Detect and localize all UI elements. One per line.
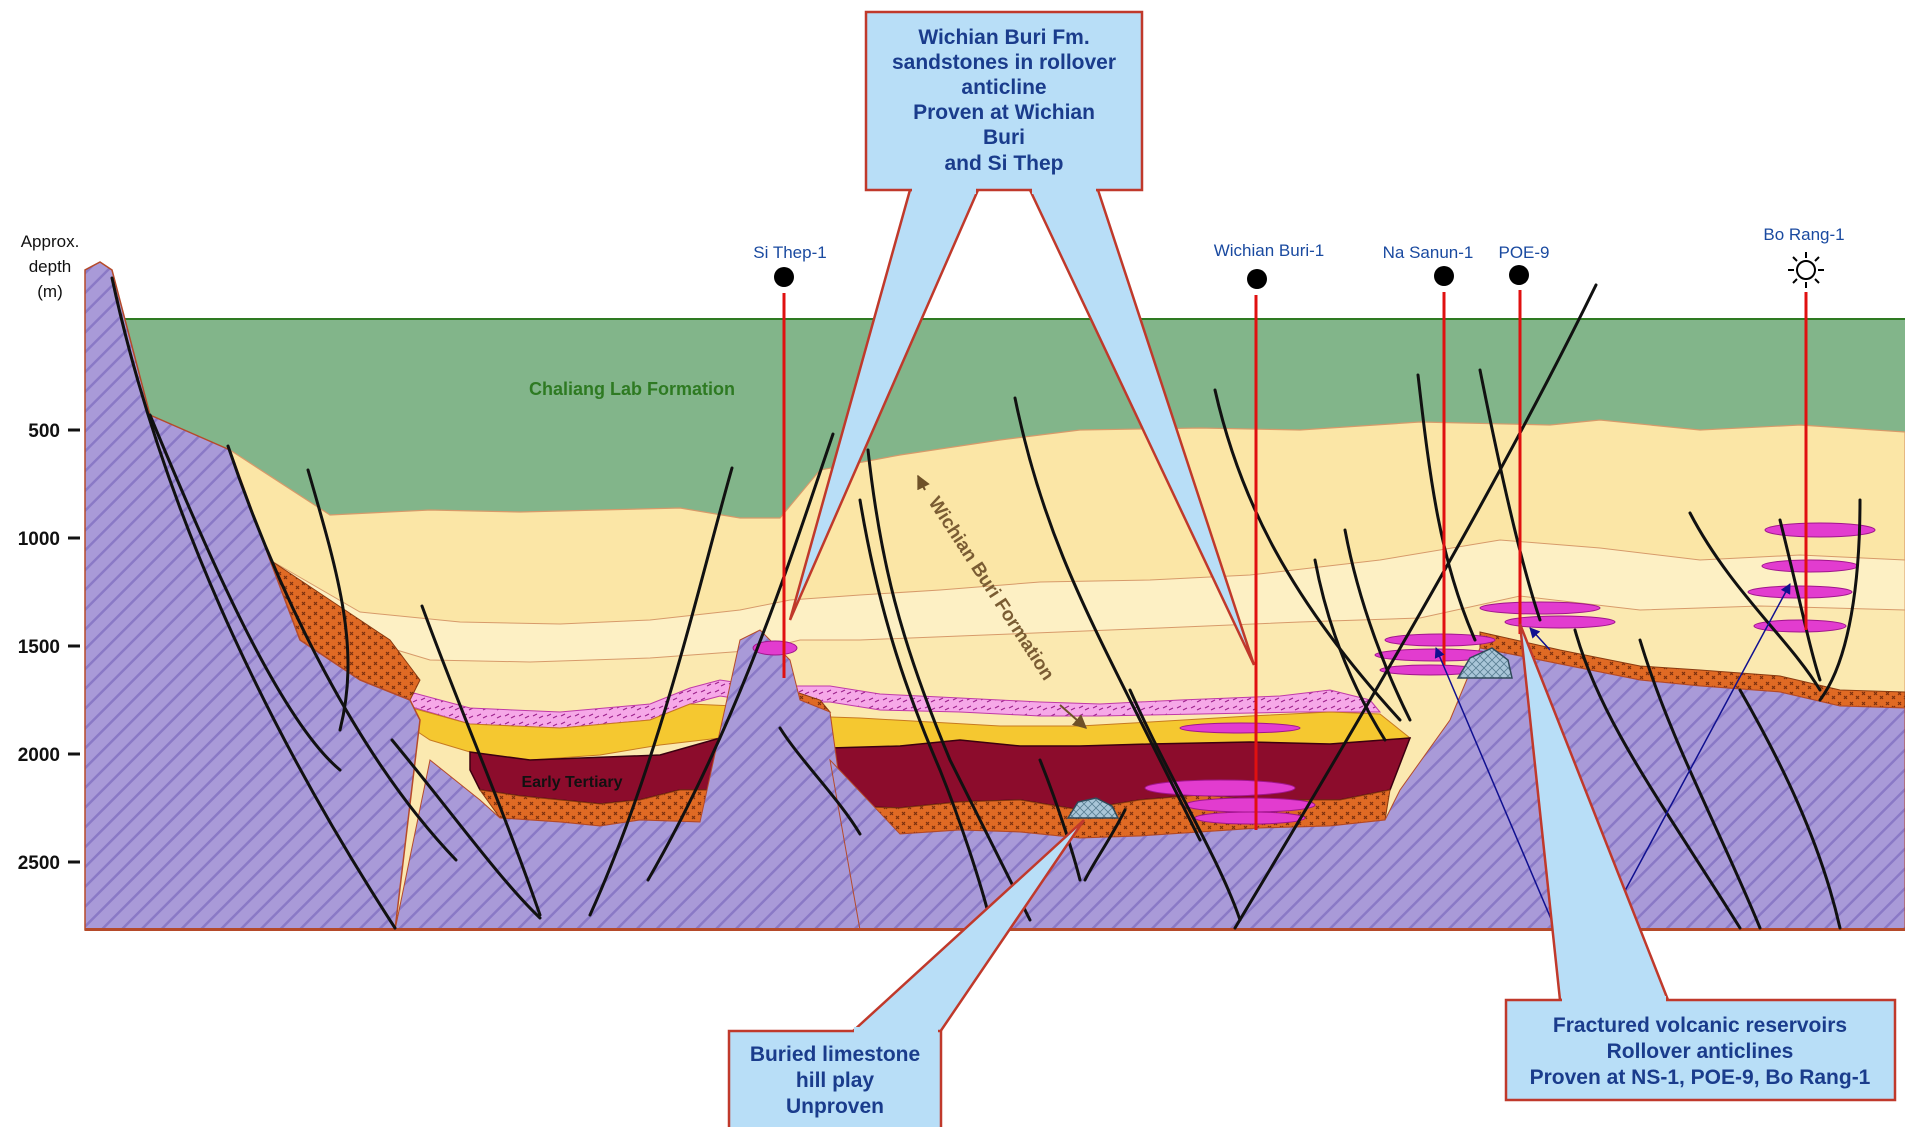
well-label-na-sanun-1: Na Sanun-1 — [1383, 243, 1474, 262]
callout-bottom-right-line-3: Proven at NS-1, POE-9, Bo Rang-1 — [1530, 1066, 1871, 1089]
well-label-bo-rang-1: Bo Rang-1 — [1763, 225, 1844, 244]
callout-bottom-left-line-3: Unproven — [786, 1095, 884, 1118]
callout-top-line-2: sandstones in rollover — [892, 51, 1116, 74]
well-si-thep-1: Si Thep-1 — [753, 243, 827, 678]
oil-well-dot — [1247, 269, 1267, 289]
well-label-wichian-buri-1: Wichian Buri-1 — [1214, 241, 1325, 260]
limestone-hill-left — [1066, 797, 1120, 819]
tick-label-2500: 2500 — [18, 853, 60, 874]
axis-title-line-1: Approx. — [21, 232, 80, 251]
wells: Si Thep-1 Wichian Buri-1 Na Sanun-1 POE-… — [753, 225, 1845, 830]
well-na-sanun-1: Na Sanun-1 — [1383, 243, 1474, 665]
callout-top: Wichian Buri Fm. sandstones in rollover … — [788, 10, 1256, 666]
callout-bottom-left-box — [727, 1029, 943, 1127]
callout-bottom-left: Buried limestone hill play Unproven — [727, 819, 1086, 1127]
callout-bottom-right-line-1: Fractured volcanic reservoirs — [1553, 1014, 1847, 1037]
oil-well-dot — [1434, 266, 1454, 286]
depth-axis: Approx. depth (m) 500 1000 1500 2000 250… — [18, 232, 80, 874]
axis-title-line-2: depth — [29, 257, 72, 276]
limestone-hill-right — [1456, 647, 1513, 679]
early-tertiary-label: Early Tertiary — [521, 774, 622, 791]
migration-arrows — [1434, 583, 1791, 941]
callout-bottom-right-line-2: Rollover anticlines — [1607, 1040, 1794, 1063]
callout-top-line-1: Wichian Buri Fm. — [918, 26, 1089, 49]
tick-label-1000: 1000 — [18, 529, 60, 550]
callout-bottom-left-line-1: Buried limestone — [750, 1043, 920, 1066]
well-poe-9: POE-9 — [1498, 243, 1550, 634]
chaliang-lab-label: Chaliang Lab Formation — [529, 379, 735, 399]
axis-title-line-3: (m) — [37, 282, 62, 301]
callout-top-line-5: Buri — [983, 126, 1025, 149]
tick-label-500: 500 — [28, 421, 60, 442]
axis-ticks — [68, 428, 80, 864]
callout-bottom-left-line-2: hill play — [796, 1069, 875, 1092]
callout-top-line-3: anticline — [961, 76, 1046, 99]
tick-label-1500: 1500 — [18, 637, 60, 658]
well-bo-rang-1: Bo Rang-1 — [1763, 225, 1845, 630]
callout-top-line-6: and Si Thep — [944, 152, 1063, 175]
gas-well-sun-icon — [1788, 252, 1824, 288]
basement-block-centre-left — [394, 629, 861, 931]
well-wichian-buri-1: Wichian Buri-1 — [1214, 241, 1325, 830]
well-label-si-thep-1: Si Thep-1 — [753, 243, 826, 262]
basement-block-centre — [829, 647, 1905, 931]
pink-band — [394, 679, 1382, 729]
callout-bottom-right-box — [1504, 998, 1897, 1102]
callout-top-line-4: Proven at Wichian — [913, 101, 1095, 124]
callout-bottom-right: Fractured volcanic reservoirs Rollover a… — [1504, 623, 1897, 1102]
oil-well-dot — [774, 267, 794, 287]
oil-well-dot — [1509, 265, 1529, 285]
callout-top-box — [864, 10, 1144, 192]
tick-label-2000: 2000 — [18, 745, 60, 766]
well-label-poe-9: POE-9 — [1498, 243, 1549, 262]
